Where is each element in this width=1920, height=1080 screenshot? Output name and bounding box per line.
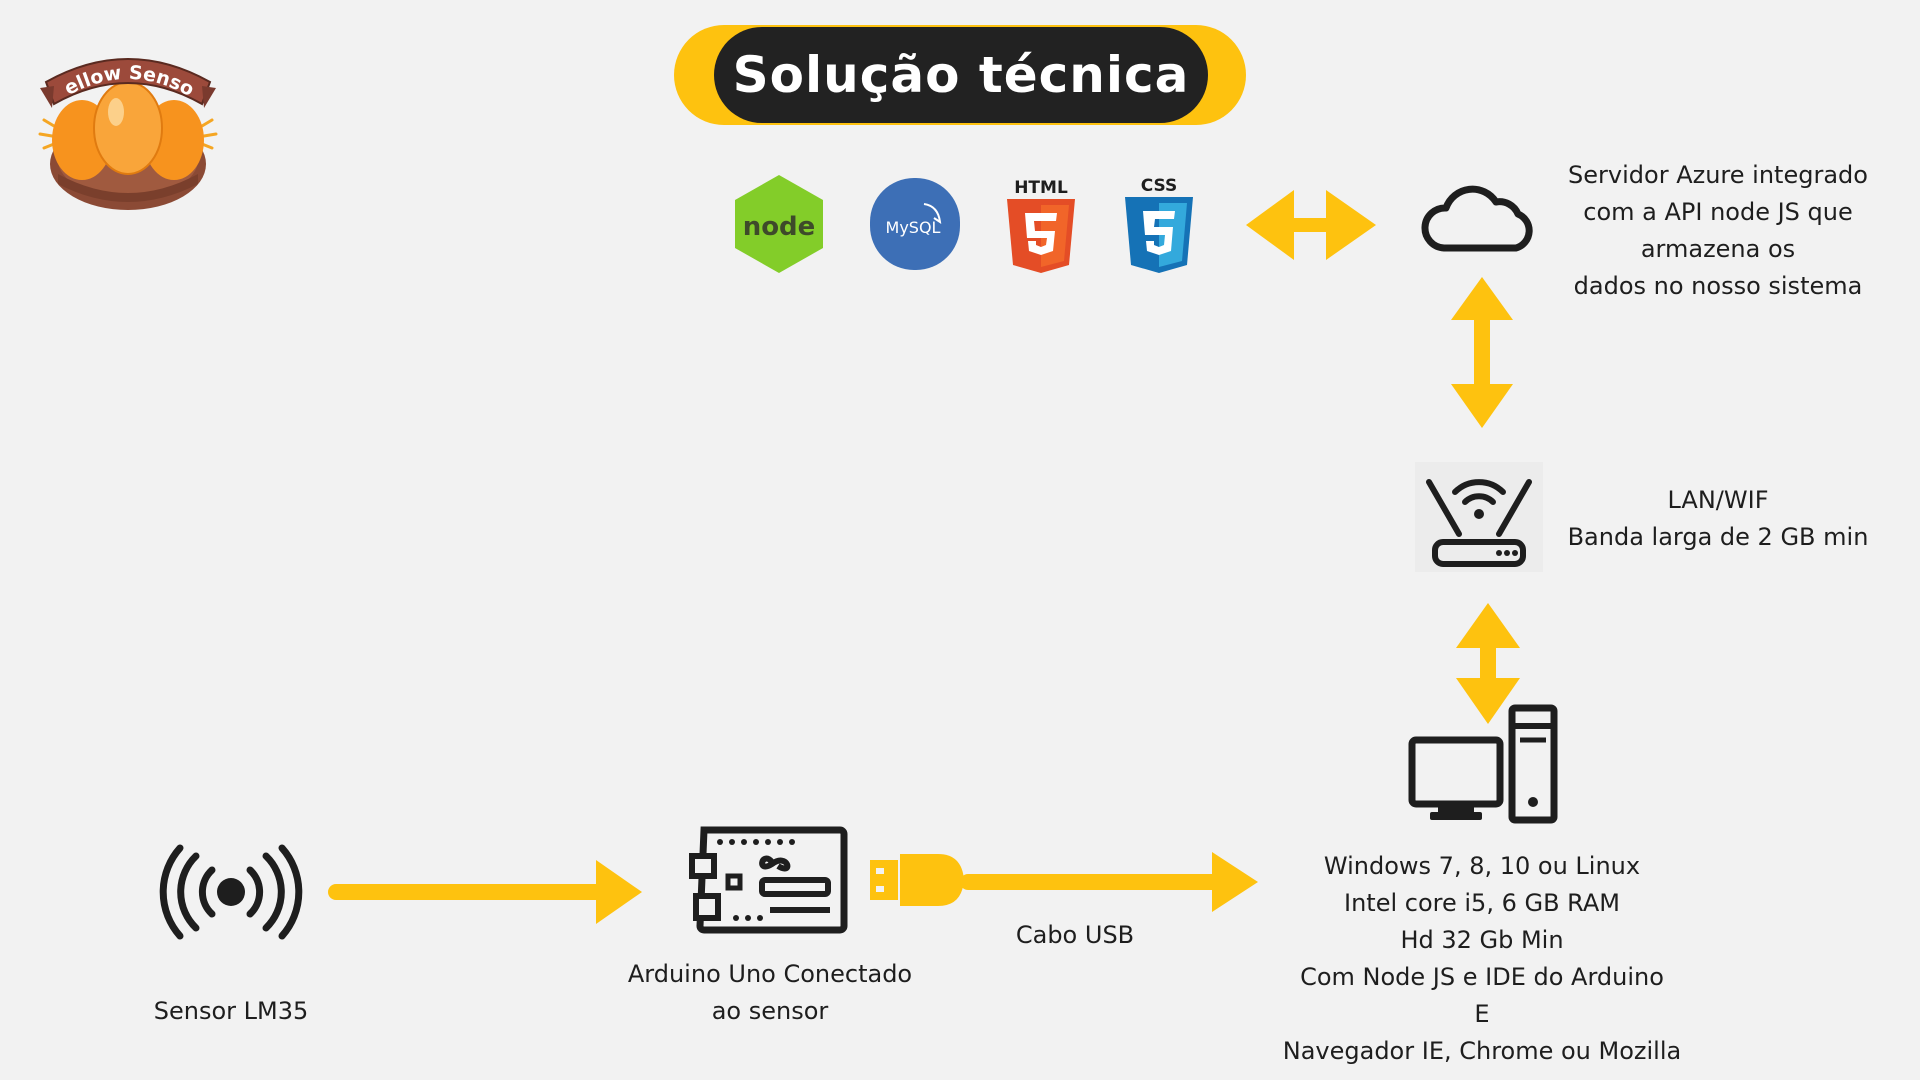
network-description: LAN/WIF Banda larga de 2 GB min <box>1567 486 1869 551</box>
arduino-board-icon <box>689 826 848 934</box>
double-arrow-stack-cloud <box>1246 190 1376 260</box>
arduino-label: Arduino Uno Conectado ao sensor <box>627 960 913 1025</box>
usb-plug-icon <box>868 848 968 912</box>
double-arrow-cloud-router <box>1451 277 1513 428</box>
router-icon <box>1415 462 1543 572</box>
double-arrow-router-computer <box>1456 603 1520 724</box>
html5-icon: HTML <box>1003 175 1079 275</box>
svg-text:node: node <box>743 212 816 242</box>
nodejs-icon: node <box>735 175 823 273</box>
mysql-icon: MySQL <box>866 176 964 272</box>
usb-label: Cabo USB <box>1015 921 1135 949</box>
sensor-label: Sensor LM35 <box>153 997 309 1025</box>
svg-text:CSS: CSS <box>1141 176 1178 196</box>
arrow-sensor-arduino <box>328 860 642 924</box>
title-banner: Solução técnica <box>674 25 1246 125</box>
svg-text:MySQL: MySQL <box>886 218 941 237</box>
css3-icon: CSS <box>1121 173 1197 275</box>
arrow-usb-computer <box>960 852 1258 912</box>
svg-text:HTML: HTML <box>1014 178 1068 198</box>
computer-description: Windows 7, 8, 10 ou Linux Intel core i5,… <box>1282 852 1682 1065</box>
page-title: Solução técnica <box>714 27 1208 123</box>
sunburst-rays <box>38 118 218 150</box>
cloud-icon <box>1420 178 1538 254</box>
cloud-description: Servidor Azure integrado com a API node … <box>1568 161 1868 300</box>
desktop-computer-icon <box>1408 704 1558 824</box>
sensor-signal-icon <box>159 844 303 940</box>
